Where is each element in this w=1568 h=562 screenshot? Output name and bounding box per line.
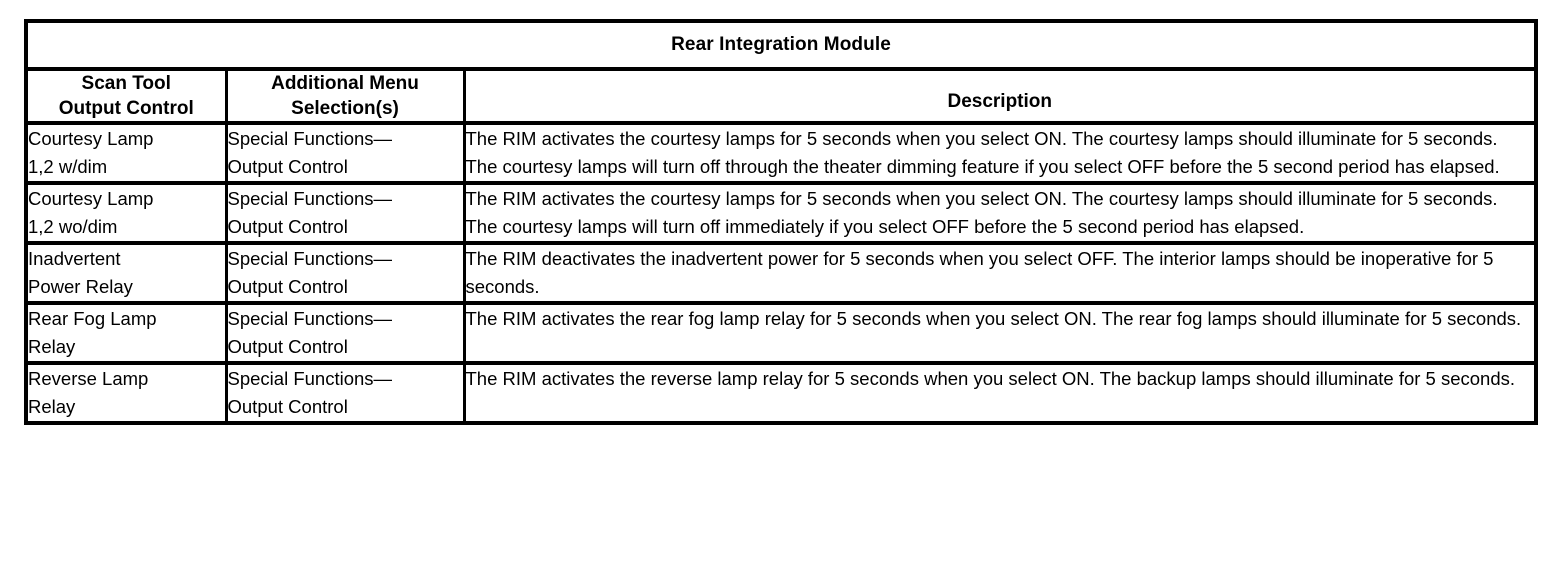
cell-description: The RIM activates the reverse lamp relay… — [464, 363, 1536, 423]
column-header-additional-menu-selections: Additional Menu Selection(s) — [226, 69, 466, 125]
table-header-row: Scan Tool Output Control Additional Menu… — [26, 69, 1536, 125]
table-row: Courtesy Lamp 1,2 w/dim Special Function… — [26, 123, 1536, 185]
cell-description: The RIM deactivates the inadvertent powe… — [464, 243, 1536, 305]
column-header-additional-menu-line2: Selection(s) — [291, 98, 399, 119]
column-header-description-label: Description — [947, 91, 1053, 112]
cell-scan-tool-output-control: Courtesy Lamp 1,2 w/dim — [26, 123, 228, 185]
cell-additional-menu-selection: Special Functions— Output Control — [226, 123, 466, 185]
column-header-scan-tool-line2: Output Control — [58, 98, 194, 119]
cell-scan-tool-output-control: Reverse Lamp Relay — [26, 363, 228, 423]
table-row: Rear Fog Lamp Relay Special Functions— O… — [26, 303, 1536, 365]
table-title-row: Rear Integration Module — [26, 21, 1536, 71]
cell-additional-menu-selection: Special Functions— Output Control — [226, 243, 466, 305]
column-header-scan-tool-output-control: Scan Tool Output Control — [26, 69, 228, 125]
cell-description: The RIM activates the courtesy lamps for… — [464, 183, 1536, 245]
table-row: Reverse Lamp Relay Special Functions— Ou… — [26, 363, 1536, 423]
cell-additional-menu-selection: Special Functions— Output Control — [226, 303, 466, 365]
cell-additional-menu-selection: Special Functions— Output Control — [226, 363, 466, 423]
cell-scan-tool-output-control: Rear Fog Lamp Relay — [26, 303, 228, 365]
cell-description: The RIM activates the courtesy lamps for… — [464, 123, 1536, 185]
table-row: Courtesy Lamp 1,2 wo/dim Special Functio… — [26, 183, 1536, 245]
cell-description: The RIM activates the rear fog lamp rela… — [464, 303, 1536, 365]
column-header-description: Description — [464, 69, 1536, 125]
column-header-additional-menu-line1: Additional Menu — [271, 73, 419, 94]
cell-scan-tool-output-control: Inadvertent Power Relay — [26, 243, 228, 305]
cell-additional-menu-selection: Special Functions— Output Control — [226, 183, 466, 245]
rear-integration-module-table: Rear Integration Module Scan Tool Output… — [24, 19, 1538, 425]
column-header-scan-tool-line1: Scan Tool — [81, 73, 171, 94]
table-row: Inadvertent Power Relay Special Function… — [26, 243, 1536, 305]
cell-scan-tool-output-control: Courtesy Lamp 1,2 wo/dim — [26, 183, 228, 245]
table-title: Rear Integration Module — [26, 21, 1536, 71]
